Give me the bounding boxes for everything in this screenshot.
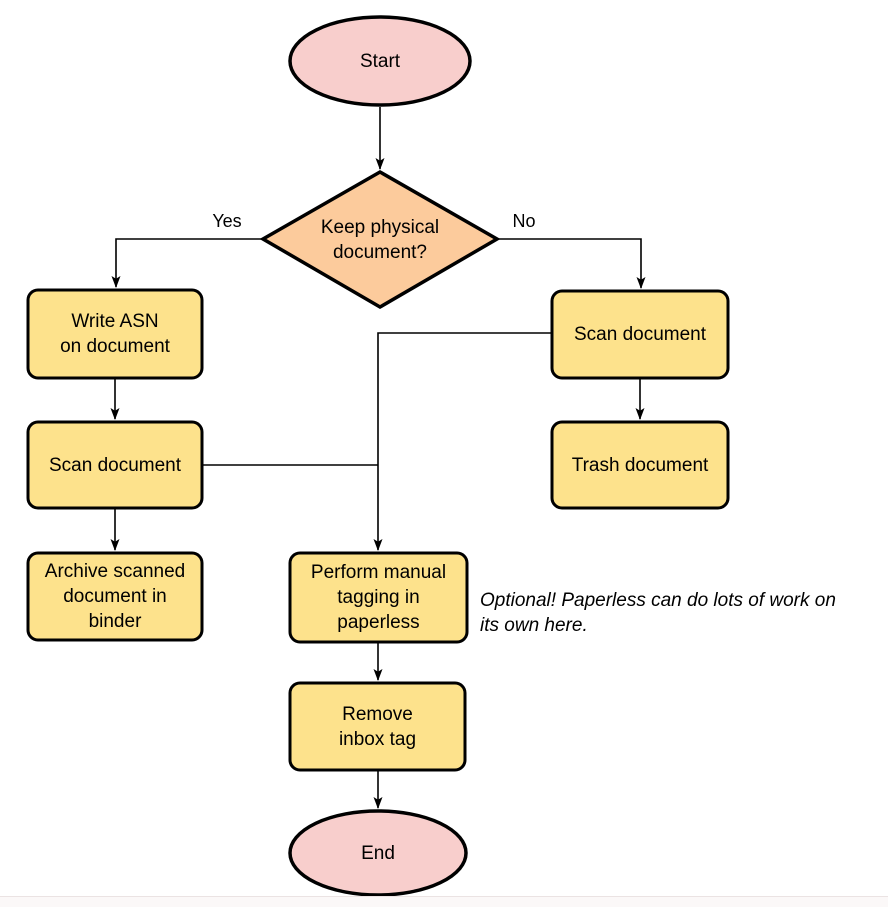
decision-node	[259, 169, 501, 310]
window-edge-area	[0, 897, 888, 907]
edge-decision-yes	[111, 238, 263, 288]
remove-inbox-node	[288, 681, 467, 772]
scan-right-node	[550, 289, 730, 380]
edge-scanright-to-tagging	[373, 332, 552, 551]
start-node	[288, 15, 472, 107]
edge-decision-no	[497, 238, 646, 289]
trash-node	[550, 420, 730, 510]
window-edge-line	[0, 896, 888, 897]
archive-node	[26, 551, 204, 642]
write-asn-node	[26, 288, 204, 380]
scan-left-node	[26, 420, 204, 510]
end-node	[288, 809, 468, 897]
tagging-node	[288, 551, 469, 644]
